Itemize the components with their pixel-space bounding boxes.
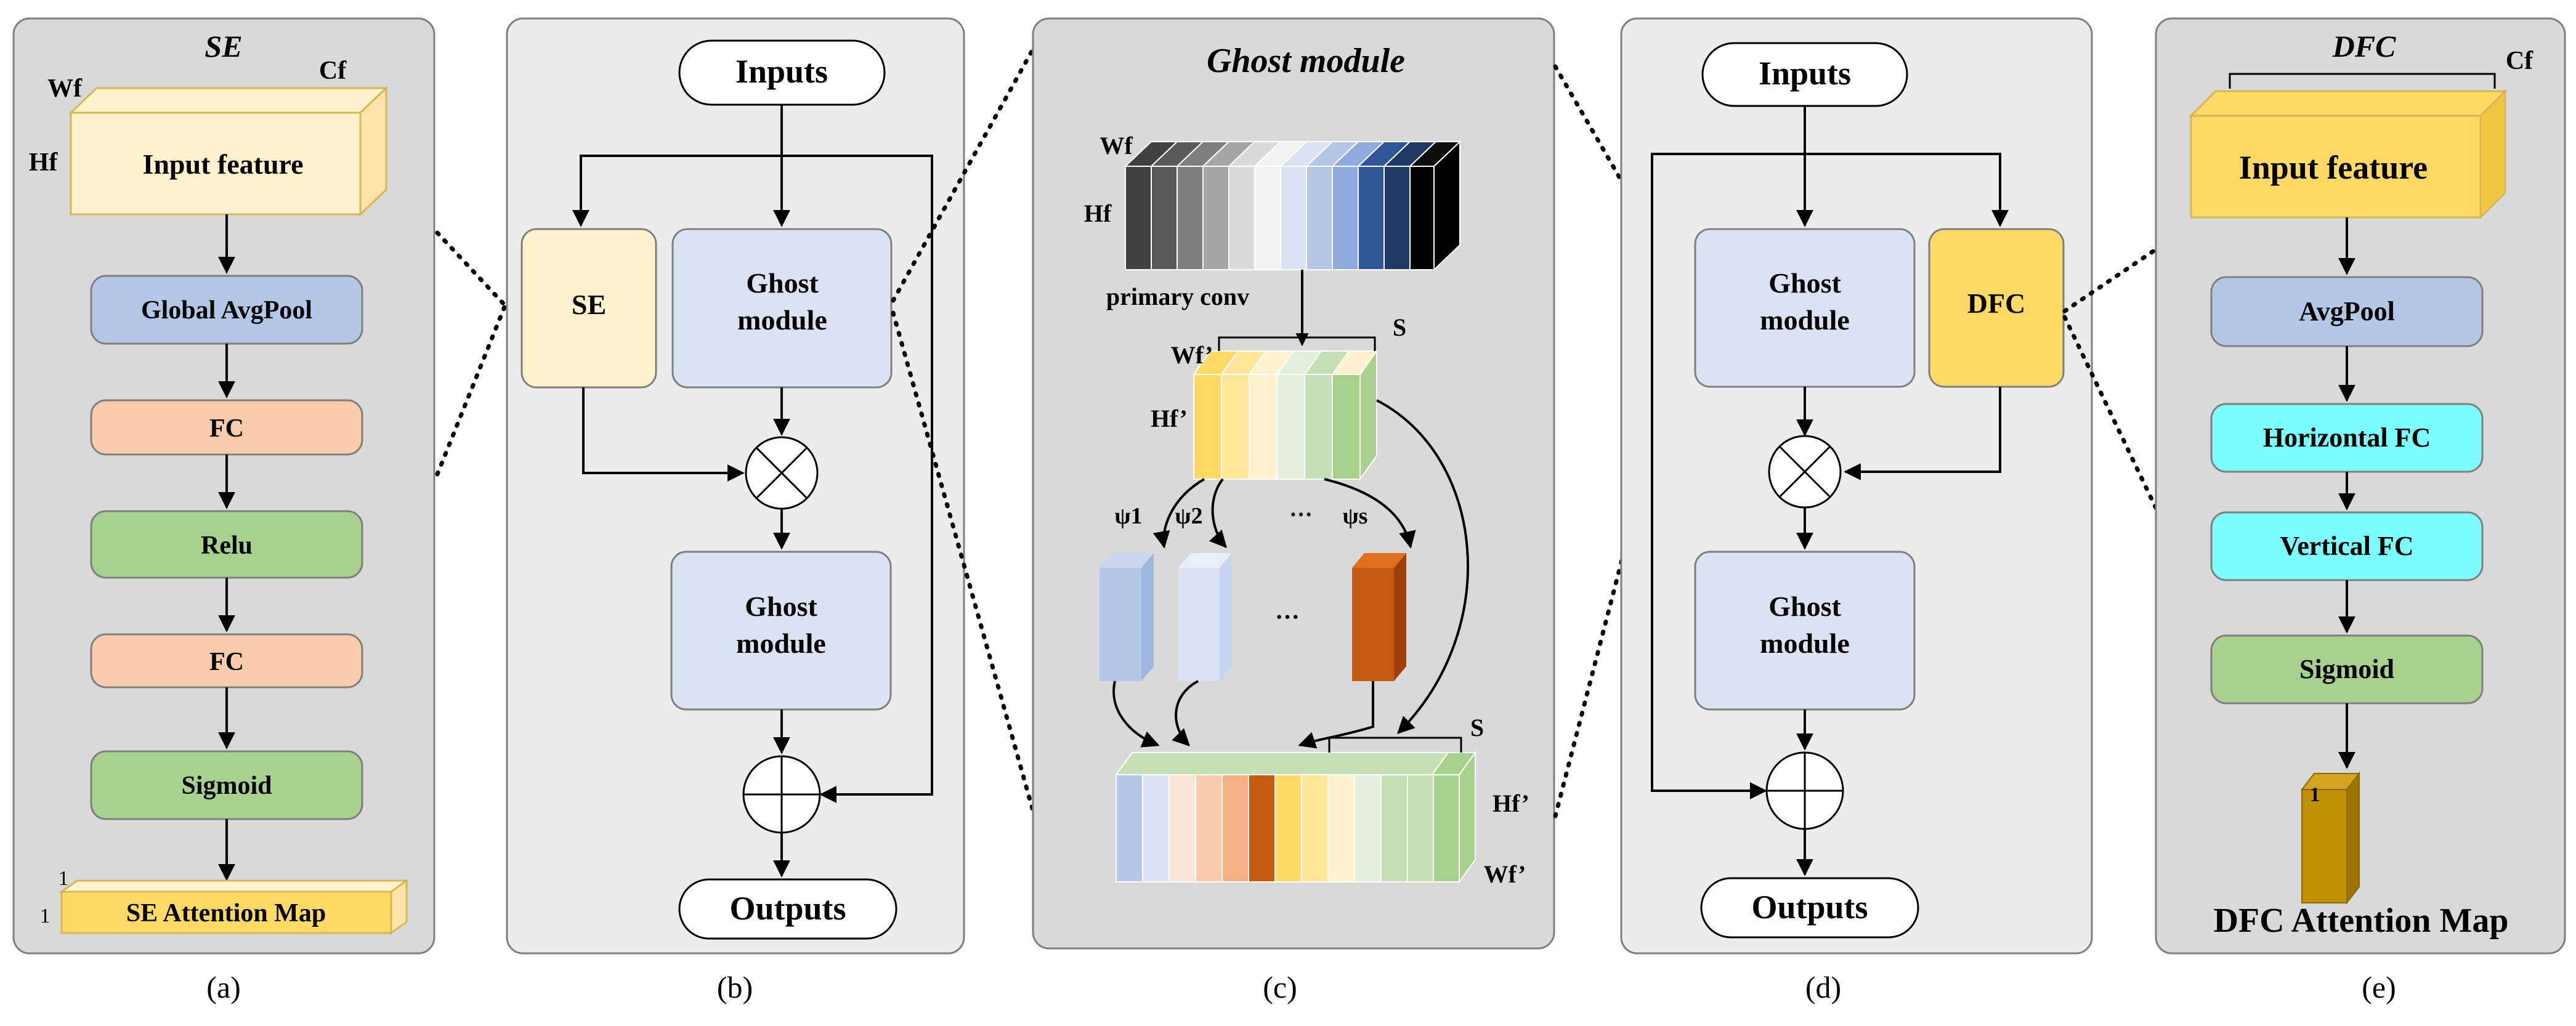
- panel-e-title: DFC: [2332, 29, 2396, 63]
- map-one-top: 1: [59, 867, 69, 890]
- caption-c: (c): [1263, 970, 1297, 1004]
- se-box-b: [520, 228, 657, 389]
- psi1-label: ψ1: [1114, 503, 1142, 529]
- panel-a-title: SE: [205, 29, 242, 63]
- se-attention-map-slab: [59, 879, 410, 935]
- psis-label: ψs: [1343, 503, 1368, 529]
- label-cf-e: Cf: [2506, 47, 2533, 75]
- panel-d-background: [1620, 17, 2093, 955]
- vertical-fc-label: Vertical FC: [2280, 531, 2413, 561]
- label-wf-c: Wf: [1100, 132, 1133, 160]
- fc2-label: FC: [209, 648, 244, 676]
- avgpool-label: AvgPool: [2299, 296, 2395, 326]
- caption-d: (d): [1805, 970, 1841, 1004]
- label-wf: Wf: [47, 75, 83, 103]
- label-cf: Cf: [319, 57, 347, 85]
- dfc-label-d: DFC: [1967, 288, 2026, 319]
- sigmoid-label-e: Sigmoid: [2299, 654, 2394, 684]
- map-one-left: 1: [40, 905, 51, 927]
- relu-label: Relu: [201, 531, 253, 560]
- intrinsic-feature-stack: [1193, 349, 1378, 482]
- label-hf-prime: Hf’: [1151, 405, 1188, 432]
- label-hf-c: Hf: [1084, 200, 1112, 227]
- input-feature-label: Input feature: [142, 148, 303, 180]
- se-label-b: SE: [572, 289, 606, 320]
- ghost2-line2-b: module: [736, 628, 826, 659]
- se-attention-map-label: SE Attention Map: [126, 899, 326, 927]
- caption-a: (a): [206, 970, 241, 1004]
- fc1-label: FC: [209, 414, 244, 443]
- label-wf-prime-out: Wf’: [1484, 860, 1526, 888]
- ghost2-line2-d: module: [1760, 628, 1850, 659]
- dots-low: ···: [1275, 603, 1300, 631]
- caption-e: (e): [2362, 970, 2396, 1004]
- label-s-bottom: S: [1470, 714, 1484, 741]
- panel-b-se-ghost: Inputs SE Ghost module Ghost module O: [506, 17, 965, 1004]
- primary-conv-label: primary conv: [1106, 283, 1249, 310]
- ghost-slab-s: [1352, 553, 1406, 681]
- outputs-label-b: Outputs: [729, 890, 846, 927]
- outputs-pill-b: [678, 878, 897, 940]
- panel-d-dfc-ghost: Inputs Ghost module DFC Ghost module Out…: [1620, 17, 2093, 1004]
- dfc-attention-map-slab: [2300, 772, 2361, 905]
- multiply-node-b: [745, 436, 819, 510]
- panel-b-background: [506, 17, 965, 955]
- add-node-d: [1765, 751, 1844, 830]
- dfc-input-feature-cuboid: [2189, 89, 2508, 220]
- caption-b: (b): [717, 970, 753, 1004]
- global-avgpool-label: Global AvgPool: [141, 296, 312, 325]
- ghost1-line1-b: Ghost: [746, 267, 819, 299]
- ghost1-line2-d: module: [1760, 304, 1850, 336]
- multiply-node-d: [1768, 435, 1842, 509]
- dots-mid: ···: [1289, 502, 1313, 528]
- output-feature-stack: [1115, 750, 1476, 884]
- horizontal-fc-label: Horizontal FC: [2263, 422, 2431, 453]
- panel-a-background: [12, 17, 435, 955]
- primary-conv-stack: [1124, 140, 1462, 272]
- ghost2-line1-d: Ghost: [1768, 591, 1841, 622]
- dotted-connectors-d-e: [2062, 247, 2158, 511]
- panel-a-se: SE Wf Cf Hf Input feature Global AvgPool…: [12, 17, 435, 1004]
- dfc-box-d: [1928, 228, 2065, 388]
- add-node-b: [742, 755, 821, 834]
- panel-c-title: Ghost module: [1207, 42, 1405, 80]
- dotted-connectors-b-c: [891, 46, 1036, 815]
- label-hf: Hf: [29, 148, 59, 177]
- inputs-label-b: Inputs: [735, 53, 828, 90]
- panel-c-ghost-module: Ghost module: [1032, 17, 1555, 1004]
- outputs-pill-d: [1700, 877, 1919, 939]
- label-wf-prime: Wf’: [1171, 341, 1213, 369]
- ghost2-line1-b: Ghost: [745, 591, 817, 622]
- ghost-slab-1: [1100, 553, 1154, 681]
- label-s-top: S: [1393, 313, 1406, 341]
- panel-e-background: [2155, 17, 2566, 955]
- dfc-map-one: 1: [2310, 783, 2320, 806]
- dfc-input-feature-label: Input feature: [2239, 149, 2428, 186]
- ghost1-line2-b: module: [737, 304, 827, 336]
- outputs-label-d: Outputs: [1751, 889, 1868, 926]
- dfc-attention-map-label: DFC Attention Map: [2213, 902, 2508, 940]
- sigmoid-label: Sigmoid: [181, 772, 272, 800]
- ghost-slab-2: [1178, 553, 1232, 681]
- ghost1-line1-d: Ghost: [1768, 267, 1841, 299]
- input-feature-cuboid: [68, 86, 389, 217]
- inputs-label-d: Inputs: [1759, 55, 1851, 92]
- panel-e-dfc: DFC Cf Input feature AvgPool Horizontal …: [2155, 17, 2566, 1004]
- label-hf-prime-out: Hf’: [1493, 790, 1529, 817]
- dotted-connectors-a-b: [435, 230, 508, 477]
- psi2-label: ψ2: [1175, 503, 1202, 529]
